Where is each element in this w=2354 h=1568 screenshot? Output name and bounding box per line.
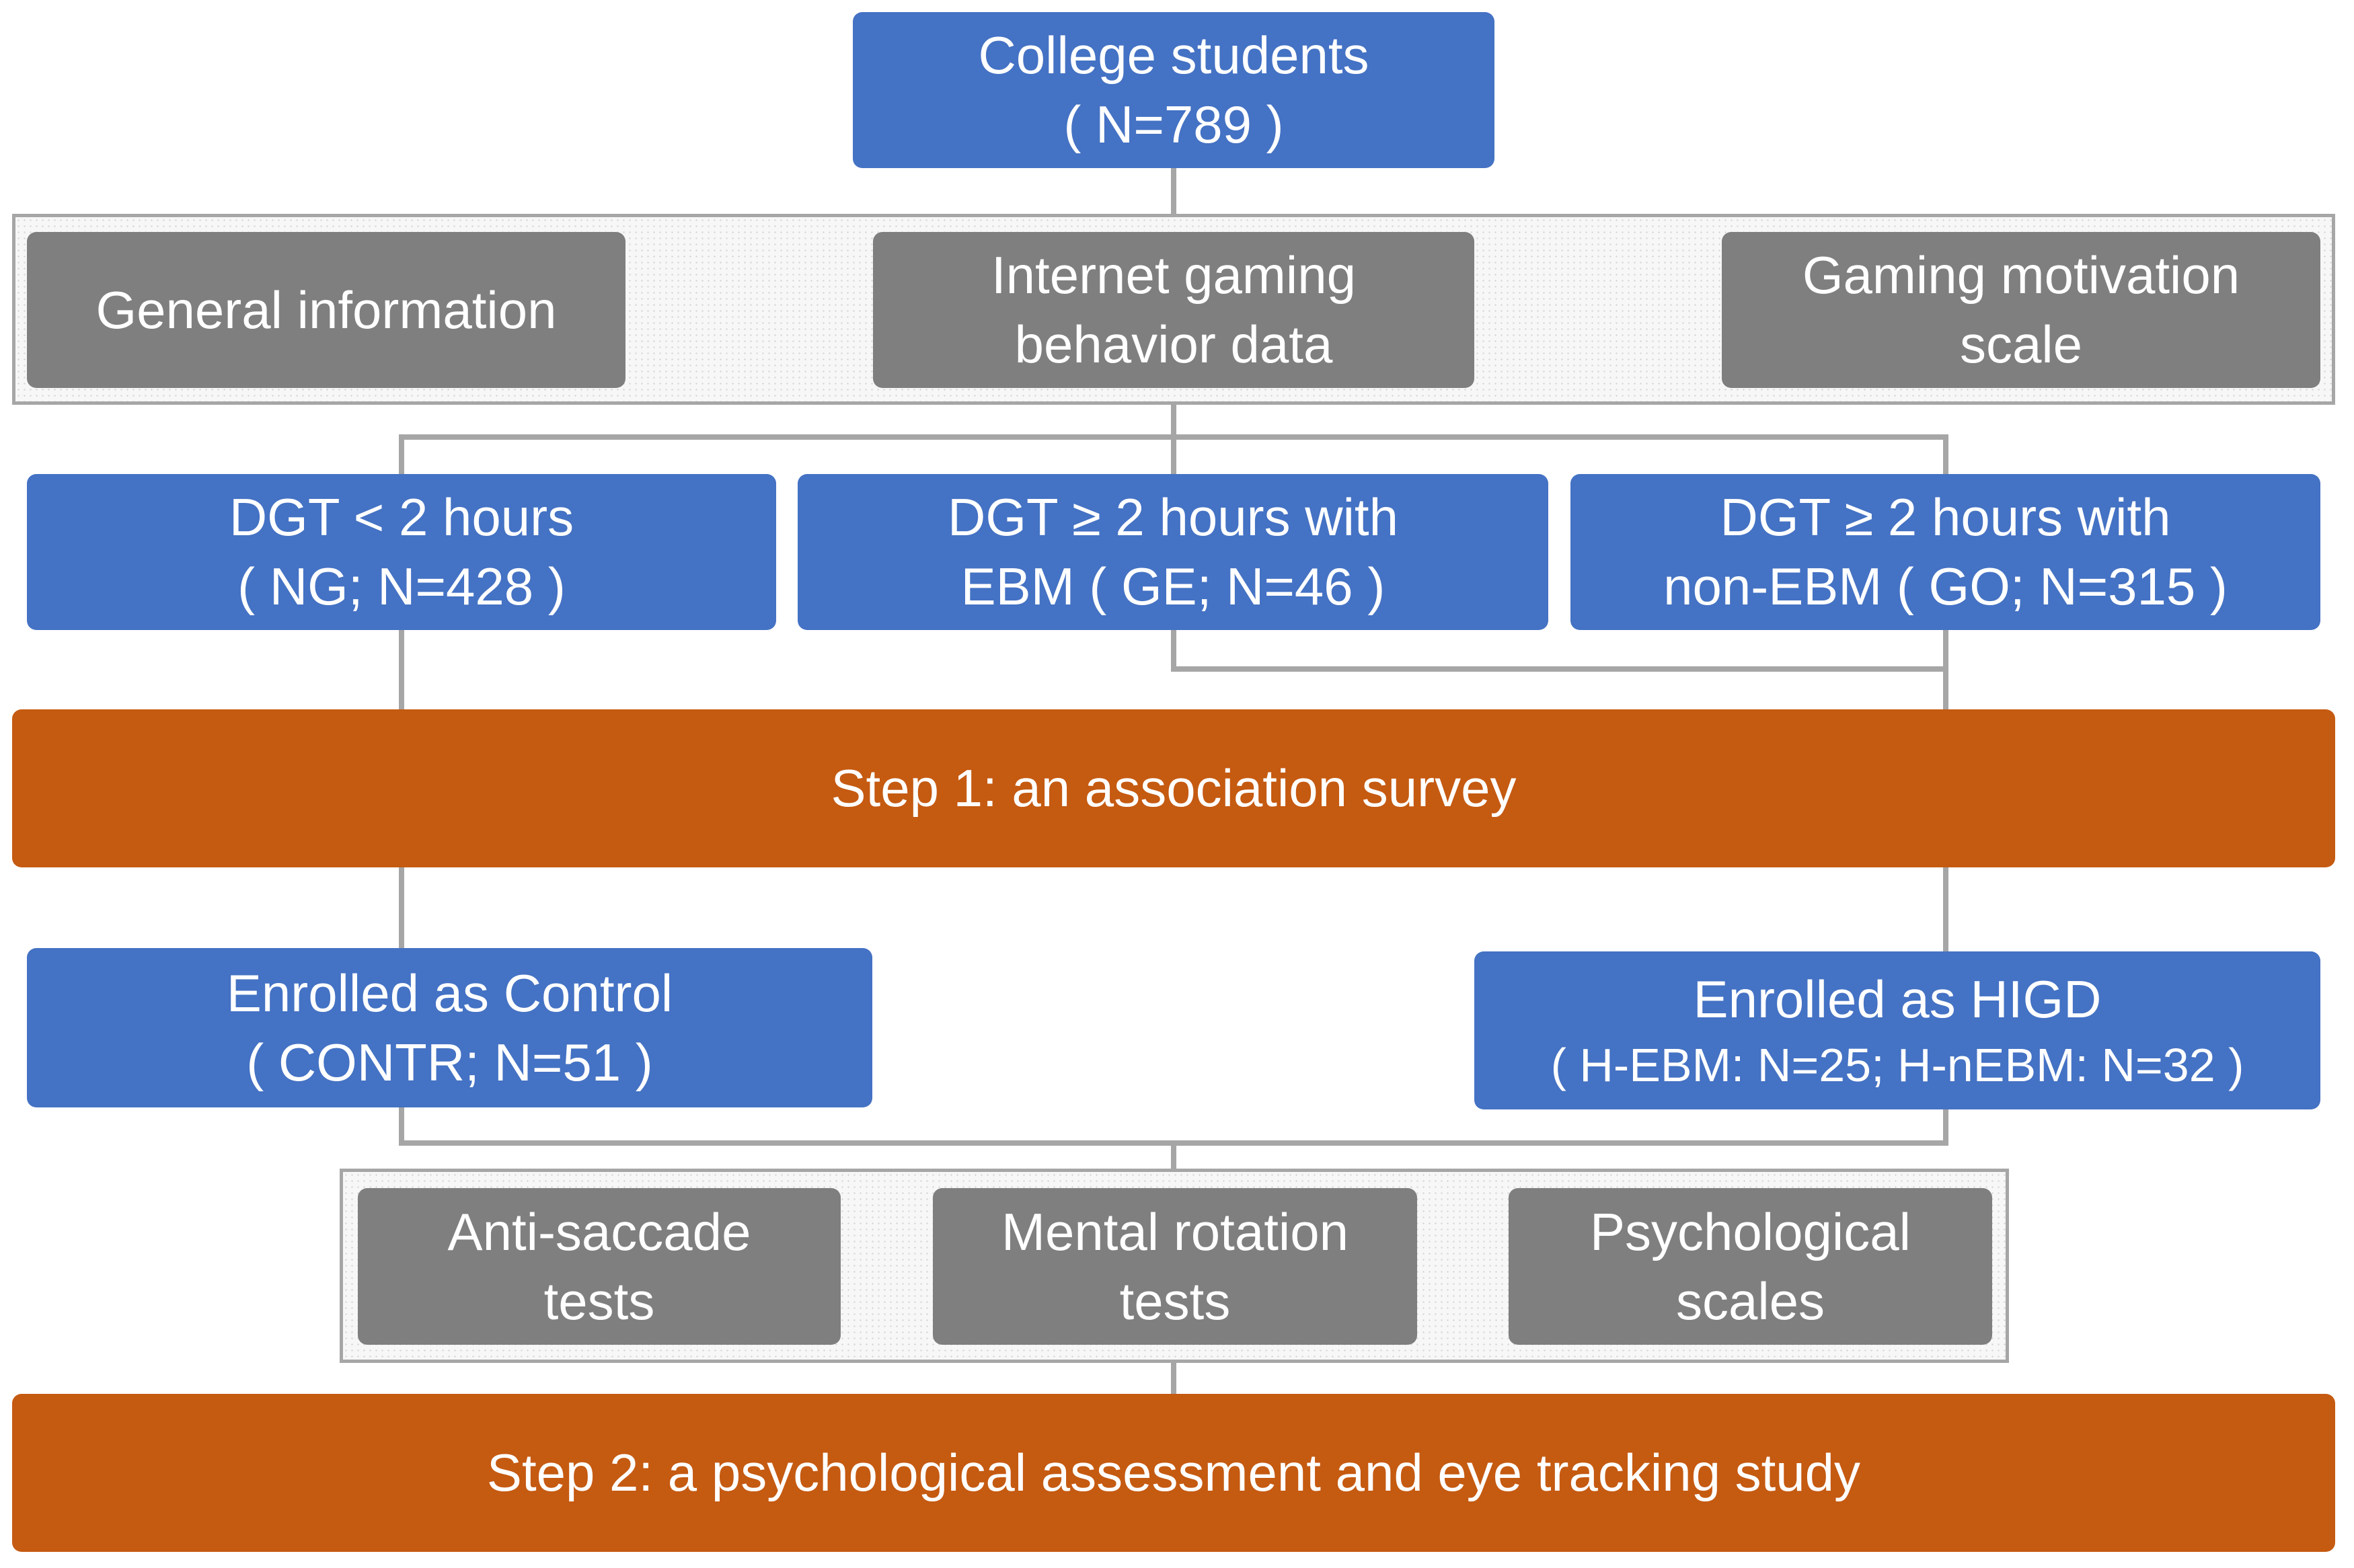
group-go-line1: DGT ≥ 2 hours with bbox=[1720, 487, 2171, 547]
anti-saccade-tests-line1: Anti-saccade bbox=[447, 1202, 751, 1261]
enrolled-control-line1: Enrolled as Control bbox=[226, 963, 673, 1023]
psychological-scales-box: Psychological scales bbox=[1509, 1188, 1992, 1345]
group-ng-line1: DGT < 2 hours bbox=[229, 487, 574, 547]
internet-gaming-behavior-box: Internet gaming behavior data bbox=[873, 232, 1474, 388]
psychological-scales-line1: Psychological bbox=[1590, 1202, 1911, 1261]
psychological-scales-line2: scales bbox=[1675, 1271, 1825, 1331]
internet-gaming-behavior-line1: Internet gaming bbox=[991, 245, 1356, 305]
step1-label: Step 1: an association survey bbox=[831, 758, 1517, 818]
general-information-label: General information bbox=[96, 280, 557, 340]
enrolled-higd-box: Enrolled as HIGD ( H-EBM: N=25; H-nEBM: … bbox=[1474, 951, 2320, 1109]
group-ng-box: DGT < 2 hours ( NG; N=428 ) bbox=[27, 474, 776, 630]
anti-saccade-tests-box: Anti-saccade tests bbox=[358, 1188, 841, 1345]
college-students-label: College students bbox=[978, 26, 1369, 85]
gaming-motivation-scale-box: Gaming motivation scale bbox=[1722, 232, 2320, 388]
group-ge-box: DGT ≥ 2 hours with EBM ( GE; N=46 ) bbox=[798, 474, 1548, 630]
group-ge-line2: EBM ( GE; N=46 ) bbox=[960, 557, 1385, 616]
internet-gaming-behavior-line2: behavior data bbox=[1014, 315, 1333, 374]
enrolled-control-line2: ( CONTR; N=51 ) bbox=[246, 1032, 653, 1092]
group-ge-line1: DGT ≥ 2 hours with bbox=[948, 487, 1398, 547]
step2-banner: Step 2: a psychological assessment and e… bbox=[12, 1394, 2335, 1552]
enrolled-higd-line1: Enrolled as HIGD bbox=[1693, 969, 2102, 1029]
step1-banner: Step 1: an association survey bbox=[12, 709, 2335, 867]
anti-saccade-tests-line2: tests bbox=[543, 1271, 655, 1331]
general-information-box: General information bbox=[27, 232, 625, 388]
group-go-line2: non-EBM ( GO; N=315 ) bbox=[1663, 557, 2228, 616]
mental-rotation-tests-line2: tests bbox=[1119, 1271, 1231, 1331]
mental-rotation-tests-line1: Mental rotation bbox=[1001, 1202, 1349, 1261]
college-students-box: College students ( N=789 ) bbox=[853, 12, 1494, 168]
gaming-motivation-scale-line2: scale bbox=[1959, 315, 2083, 374]
college-students-count: ( N=789 ) bbox=[1063, 95, 1284, 154]
step2-label: Step 2: a psychological assessment and e… bbox=[486, 1443, 1861, 1503]
gaming-motivation-scale-line1: Gaming motivation bbox=[1802, 245, 2240, 305]
group-ng-line2: ( NG; N=428 ) bbox=[237, 557, 566, 616]
enrolled-higd-line2: ( H-EBM: N=25; H-nEBM: N=32 ) bbox=[1550, 1038, 2244, 1091]
enrolled-control-box: Enrolled as Control ( CONTR; N=51 ) bbox=[27, 948, 872, 1107]
group-go-box: DGT ≥ 2 hours with non-EBM ( GO; N=315 ) bbox=[1570, 474, 2320, 630]
mental-rotation-tests-box: Mental rotation tests bbox=[933, 1188, 1417, 1345]
